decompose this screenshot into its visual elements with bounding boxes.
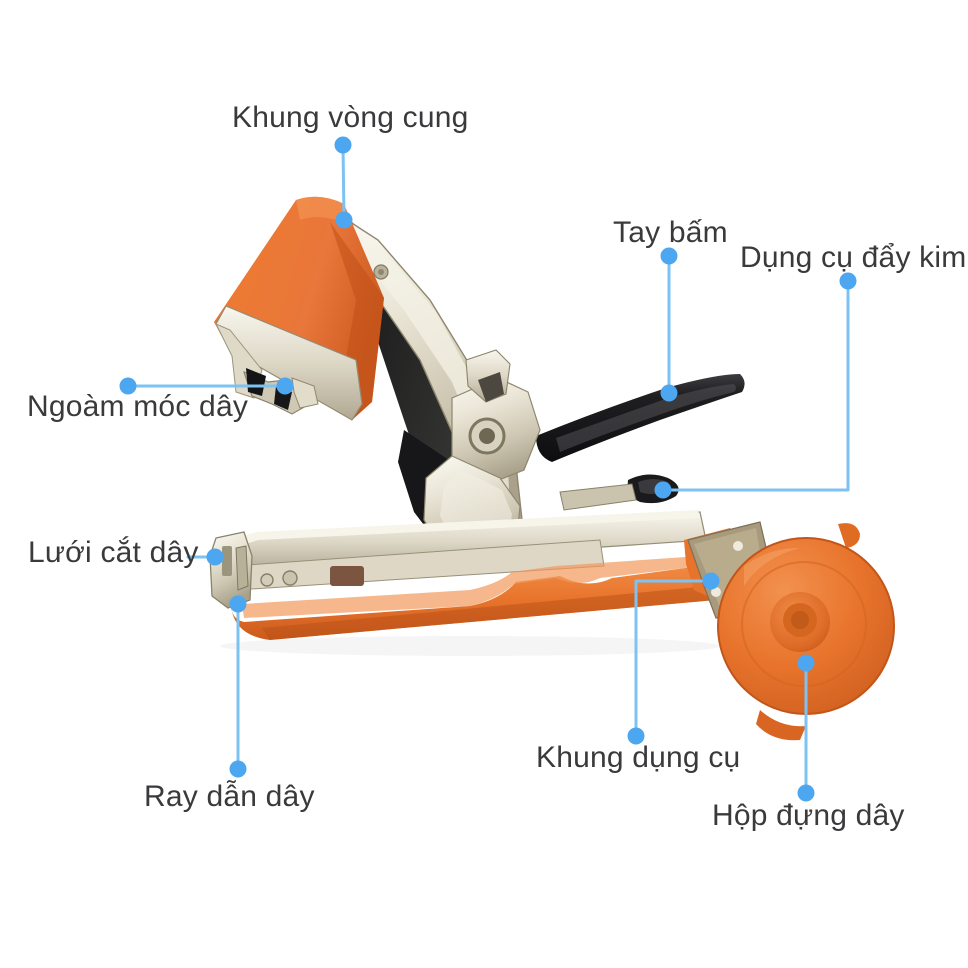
dot-ray-dan-day-anchor — [229, 595, 247, 613]
dot-khung-vong-cung-anchor — [335, 211, 353, 229]
needle-pusher-arm — [559, 483, 637, 511]
bracket-screw-1 — [733, 541, 743, 551]
tape-reel-inner-ring — [741, 561, 867, 687]
callout-label-khung-dung-cu: Khung dụng cụ — [536, 741, 741, 774]
callout-label-luoi-cat-day: Lưới cắt dây — [28, 536, 199, 569]
dot-dung-cu-day-kim-anchor — [654, 481, 672, 499]
hinge-pivot-hole — [479, 428, 495, 444]
ground-shadow — [220, 636, 720, 656]
dot-dung-cu-day-kim-label — [839, 272, 857, 290]
dot-ngoam-moc-day-anchor — [276, 377, 294, 395]
orange-base-rail-shadow — [262, 586, 716, 640]
callout-label-dung-cu-day-kim: Dụng cụ đẩy kim — [740, 241, 967, 274]
dot-hop-dung-day-anchor — [797, 654, 815, 672]
callout-label-khung-vong-cung: Khung vòng cung — [232, 101, 469, 134]
base-metal-rail-top — [224, 510, 700, 550]
callout-label-hop-dung-day: Hộp đựng dây — [712, 799, 905, 832]
tapener-tool — [209, 196, 895, 741]
dot-khung-dung-cu-label — [627, 727, 645, 745]
orange-base-rail-highlight — [242, 556, 702, 618]
connector-khung-vong-cung — [341, 143, 346, 222]
dot-tay-bam-label — [660, 247, 678, 265]
connector-khung-dung-cu — [634, 579, 713, 738]
reel-highlight — [744, 548, 800, 586]
connector-dung-cu-day-kim — [661, 279, 850, 492]
reel-hub-center — [791, 611, 809, 629]
dot-luoi-cat-day-anchor — [206, 548, 224, 566]
dot-khung-vong-cung-label — [334, 136, 352, 154]
callout-label-tay-bam: Tay bấm — [613, 216, 728, 249]
callout-connectors — [126, 143, 850, 795]
dot-ngoam-moc-day-label — [119, 377, 137, 395]
black-handle-highlight — [556, 384, 736, 452]
rail-screw-2 — [260, 573, 274, 587]
upper-lever-dark — [478, 372, 504, 402]
bracket-screw-2 — [711, 587, 721, 597]
callout-label-ngoam-moc-day: Ngoàm móc dây — [27, 390, 249, 423]
cutter-blade — [235, 545, 249, 591]
callout-label-ray-dan-day: Ray dẫn dây — [144, 780, 315, 813]
jaw-black-hook — [246, 368, 266, 396]
callout-dots — [119, 136, 857, 802]
orange-head-cap-shadow — [330, 222, 384, 420]
jaw-metal-tip — [291, 377, 319, 409]
reel-tab-top — [838, 523, 860, 548]
arm-rivet-top-inner — [378, 269, 384, 275]
dot-ray-dan-day-label — [229, 760, 247, 778]
rail-screw-1 — [282, 570, 298, 586]
dot-hop-dung-day-label — [797, 784, 815, 802]
cutter-slot — [222, 546, 232, 576]
reel-tab-bottom — [756, 710, 806, 741]
rail-brown-detail — [330, 566, 364, 586]
dot-khung-dung-cu-anchor — [702, 572, 720, 590]
dot-tay-bam-anchor — [660, 384, 678, 402]
